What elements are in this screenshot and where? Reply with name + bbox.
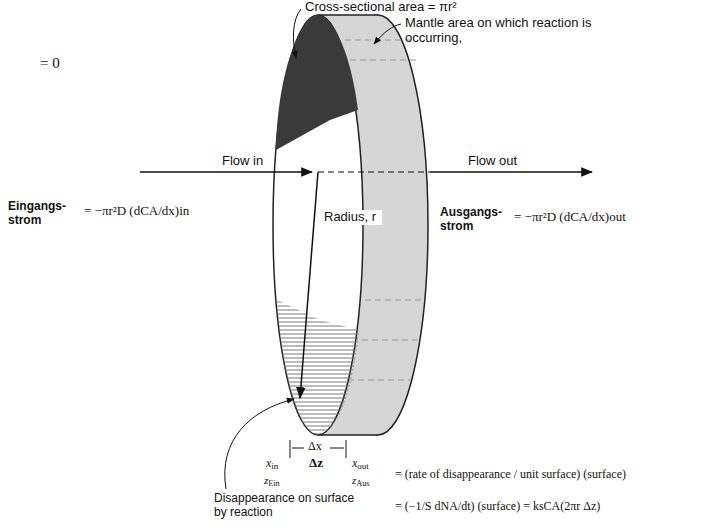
position-label: zEin [264,474,280,487]
leader-line [293,9,301,58]
leader-line [374,24,401,44]
dimension-line [292,448,304,449]
dimension-label: Δx [308,440,322,454]
flow-name: Eingangs- strom [8,200,80,228]
position-label: zAus [352,474,370,487]
tick [346,440,347,458]
flow-label: Flow in [222,154,263,169]
position-label: xout [352,457,369,471]
face-shading [276,15,358,150]
mantle-edge [318,434,378,436]
callout: Disappearance on surface by reaction [214,492,364,520]
callout: Mantle area on which reaction is occurri… [405,16,595,46]
formula: = (rate of disappearance / unit surface)… [395,468,695,482]
leader-line [225,399,294,489]
formula: = (−1/S dNA/dt) (surface) = ksCA(2πr Δz) [395,500,695,514]
flow-label: Flow out [468,154,517,169]
formula: = −πr²D (dCA/dx)out [514,210,626,225]
axis-line [318,172,430,173]
face-hatch [277,300,359,435]
radius-line [300,172,318,398]
dimension-label: Δz [309,456,323,471]
front-face [273,15,363,435]
dimension-line [330,448,344,449]
callout: Cross-sectional area = πr² [305,0,457,15]
dimension-label: Radius, r [322,210,382,225]
flow-name: Ausgangs- strom [440,206,512,234]
tick [290,440,291,458]
note: = 0 [40,55,60,72]
formula: = −πr²D (dCA/dx)in [84,204,189,219]
flow-in-arrow [140,171,312,173]
mantle-edge [318,14,378,16]
position-label: xin [266,457,278,471]
flow-out-arrow [430,171,592,173]
